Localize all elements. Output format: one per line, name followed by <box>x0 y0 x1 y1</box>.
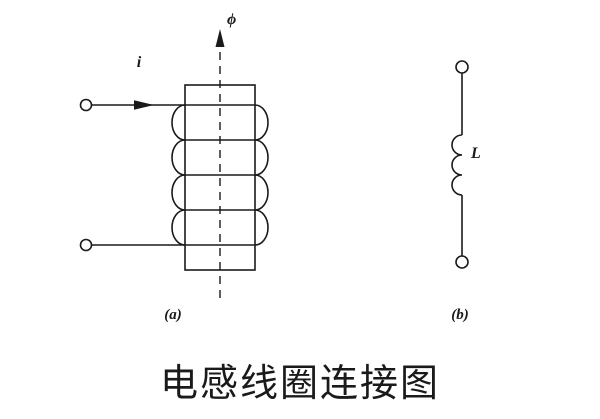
top-terminal <box>79 98 93 112</box>
figure-caption: 电感线圈连接图 <box>159 363 440 405</box>
coil-turn-right <box>254 104 269 141</box>
coil-turn-left <box>171 209 186 246</box>
coil-turn-right <box>254 209 269 246</box>
coil-turn-left <box>171 139 186 176</box>
symbol-top-terminal <box>455 60 469 74</box>
bottom-terminal <box>79 238 93 252</box>
flux-arrowhead <box>215 29 225 47</box>
current-label: i <box>137 54 142 71</box>
subfigure-b: L (b) <box>451 60 481 323</box>
flux-label: ϕ <box>227 11 236 28</box>
coil-turn-right <box>254 174 269 211</box>
coil-turn-left <box>171 104 186 141</box>
coil-turn-right <box>254 139 269 176</box>
coil-turns <box>171 104 269 246</box>
subfigure-b-label: (b) <box>451 307 469 323</box>
symbol-bottom-terminal <box>455 255 469 269</box>
current-arrowhead <box>134 100 154 110</box>
inductor-diagram: ϕ <box>79 11 481 323</box>
inductor-symbol <box>451 134 463 196</box>
core-rect <box>184 84 256 271</box>
subfigure-a: ϕ <box>79 11 269 323</box>
subfigure-a-label: (a) <box>164 307 182 323</box>
coil-turn-left <box>171 174 186 211</box>
inductance-label: L <box>470 145 481 162</box>
